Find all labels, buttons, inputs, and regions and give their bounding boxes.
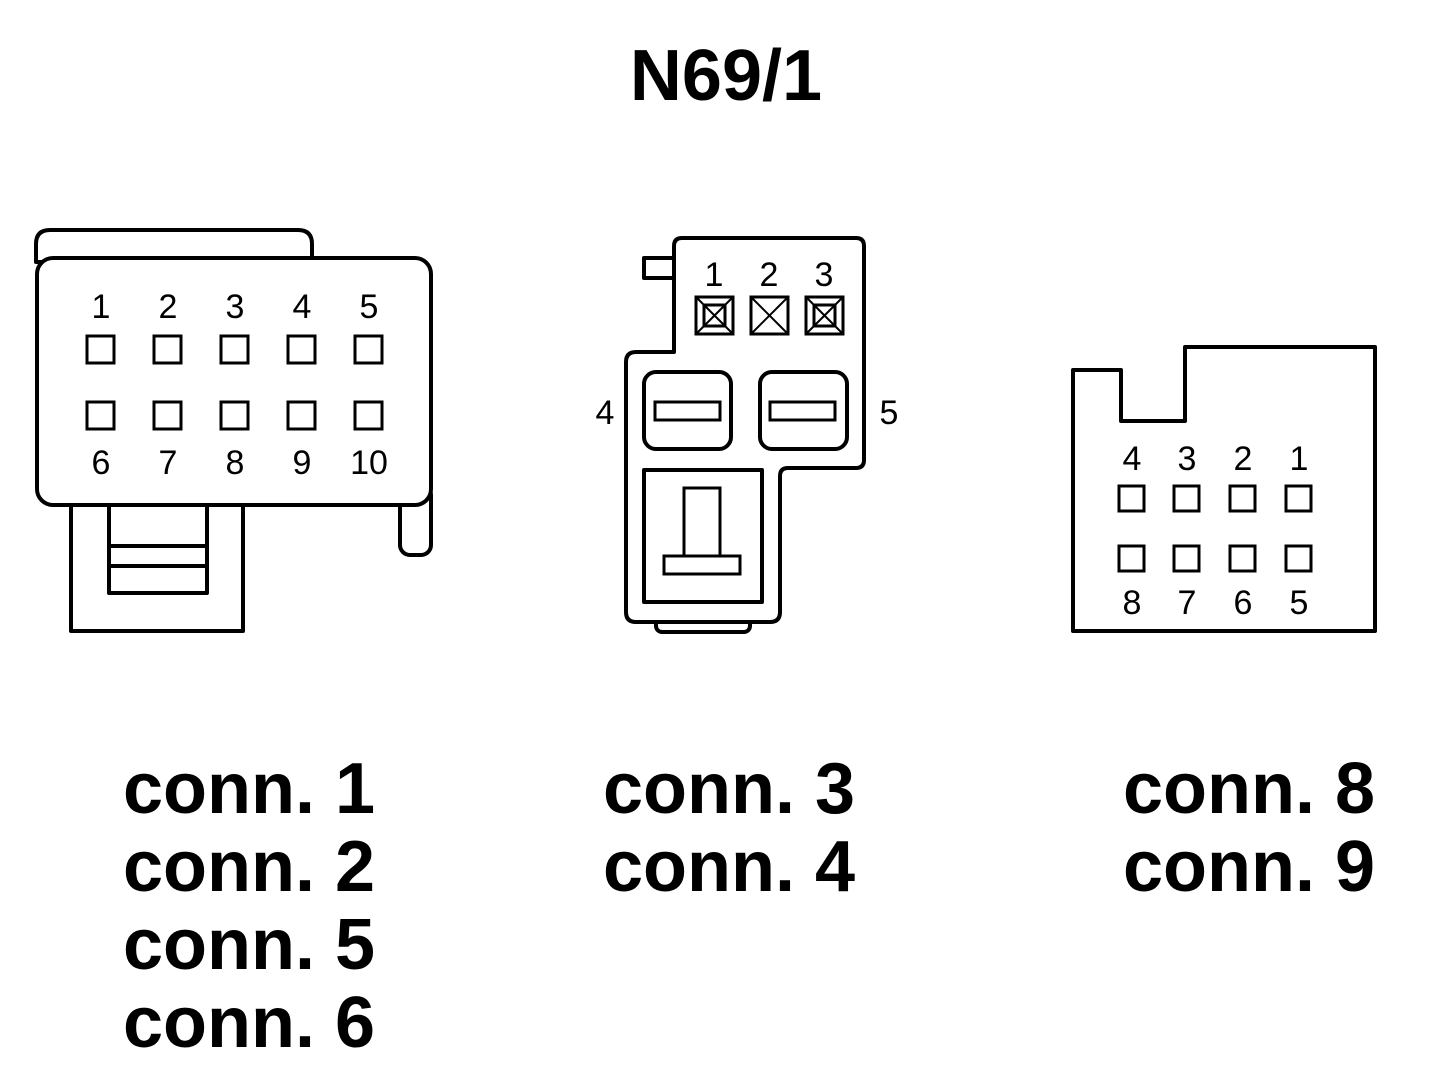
connector-a-pin-label: 1 bbox=[92, 288, 111, 326]
connector-a-pin-label: 4 bbox=[293, 288, 312, 326]
connector-a-pin-label: 10 bbox=[350, 444, 388, 482]
connection-label: conn. 5 bbox=[122, 905, 375, 985]
connection-label: conn. 2 bbox=[122, 827, 375, 907]
connector-b-pin-3-detail bbox=[805, 296, 844, 335]
connector-c-pin-label: 7 bbox=[1178, 584, 1197, 622]
connector-b-pin-label: 2 bbox=[760, 256, 779, 294]
connector-a-pin-label: 6 bbox=[92, 444, 111, 482]
connector-b-pin-1-detail bbox=[695, 296, 734, 335]
connector-b-connection-list: conn. 3 conn. 4 bbox=[540, 750, 855, 906]
connector-c-pin-label: 6 bbox=[1234, 584, 1253, 622]
connector-b-pin-2-detail bbox=[750, 296, 789, 335]
connector-a-pin-7 bbox=[152, 400, 183, 431]
connection-label: conn. 3 bbox=[602, 749, 855, 829]
connector-a-pin-1 bbox=[85, 334, 116, 365]
connector-b: 1 2 3 4 5 bbox=[596, 236, 899, 634]
connector-c-pin-3 bbox=[1172, 484, 1201, 513]
connector-a-pin-2 bbox=[152, 334, 183, 365]
connector-a: 1 2 3 4 5 6 7 8 9 10 bbox=[34, 228, 433, 633]
connector-c-pin-label: 8 bbox=[1123, 584, 1142, 622]
connector-b-lower-stem bbox=[682, 486, 722, 558]
connector-a-pin-label: 9 bbox=[293, 444, 312, 482]
connector-c-connection-list: conn. 8 conn. 9 bbox=[1060, 750, 1375, 906]
connector-a-connection-list: conn. 1 conn. 2 conn. 5 conn. 6 bbox=[60, 750, 375, 1062]
connector-c-pin-label: 5 bbox=[1290, 584, 1309, 622]
connection-label: conn. 1 bbox=[122, 749, 375, 829]
connector-c-pin-1 bbox=[1284, 484, 1313, 513]
connector-c-pin-4 bbox=[1117, 484, 1146, 513]
connector-c-pin-8 bbox=[1117, 544, 1146, 573]
connector-a-pin-label: 3 bbox=[226, 288, 245, 326]
connector-a-pin-4 bbox=[286, 334, 317, 365]
connector-c-pin-2 bbox=[1228, 484, 1257, 513]
connector-a-pin-5 bbox=[353, 334, 384, 365]
connector-c-pin-5 bbox=[1284, 544, 1313, 573]
connector-a-pin-label: 7 bbox=[159, 444, 178, 482]
connector-a-pin-label: 5 bbox=[360, 288, 379, 326]
connector-b-pin-4-blade bbox=[653, 400, 722, 422]
connector-a-pin-10 bbox=[353, 400, 384, 431]
connector-a-body bbox=[35, 256, 433, 507]
connector-c-pin-label: 4 bbox=[1123, 440, 1142, 478]
connector-c-pin-6 bbox=[1228, 544, 1257, 573]
connector-a-latch bbox=[34, 228, 314, 264]
connector-b-key bbox=[642, 256, 678, 280]
connection-label: conn. 4 bbox=[602, 827, 855, 907]
connection-label: conn. 9 bbox=[1122, 827, 1375, 907]
connection-label: conn. 8 bbox=[1122, 749, 1375, 829]
connector-c: 4 3 2 1 8 7 6 5 bbox=[1071, 345, 1377, 633]
connector-a-pin-label: 8 bbox=[226, 444, 245, 482]
connector-a-pin-3 bbox=[219, 334, 250, 365]
connector-c-pin-label: 1 bbox=[1290, 440, 1309, 478]
connector-a-pin-label: 2 bbox=[159, 288, 178, 326]
connection-label: conn. 6 bbox=[122, 983, 375, 1063]
connector-b-pin-5-blade bbox=[768, 400, 837, 422]
connector-c-pin-label: 3 bbox=[1178, 440, 1197, 478]
connector-b-lower-base bbox=[662, 554, 742, 576]
connector-c-pin-7 bbox=[1172, 544, 1201, 573]
connector-a-pin-9 bbox=[286, 400, 317, 431]
connector-a-pin-6 bbox=[85, 400, 116, 431]
diagram-title: N69/1 bbox=[630, 36, 822, 116]
connector-b-pin-label: 1 bbox=[705, 256, 724, 294]
connector-b-pin-label: 3 bbox=[815, 256, 834, 294]
connector-b-pin-label: 5 bbox=[880, 394, 899, 432]
connector-c-pin-label: 2 bbox=[1234, 440, 1253, 478]
connector-b-pin-label: 4 bbox=[596, 394, 615, 432]
connector-a-pin-8 bbox=[219, 400, 250, 431]
